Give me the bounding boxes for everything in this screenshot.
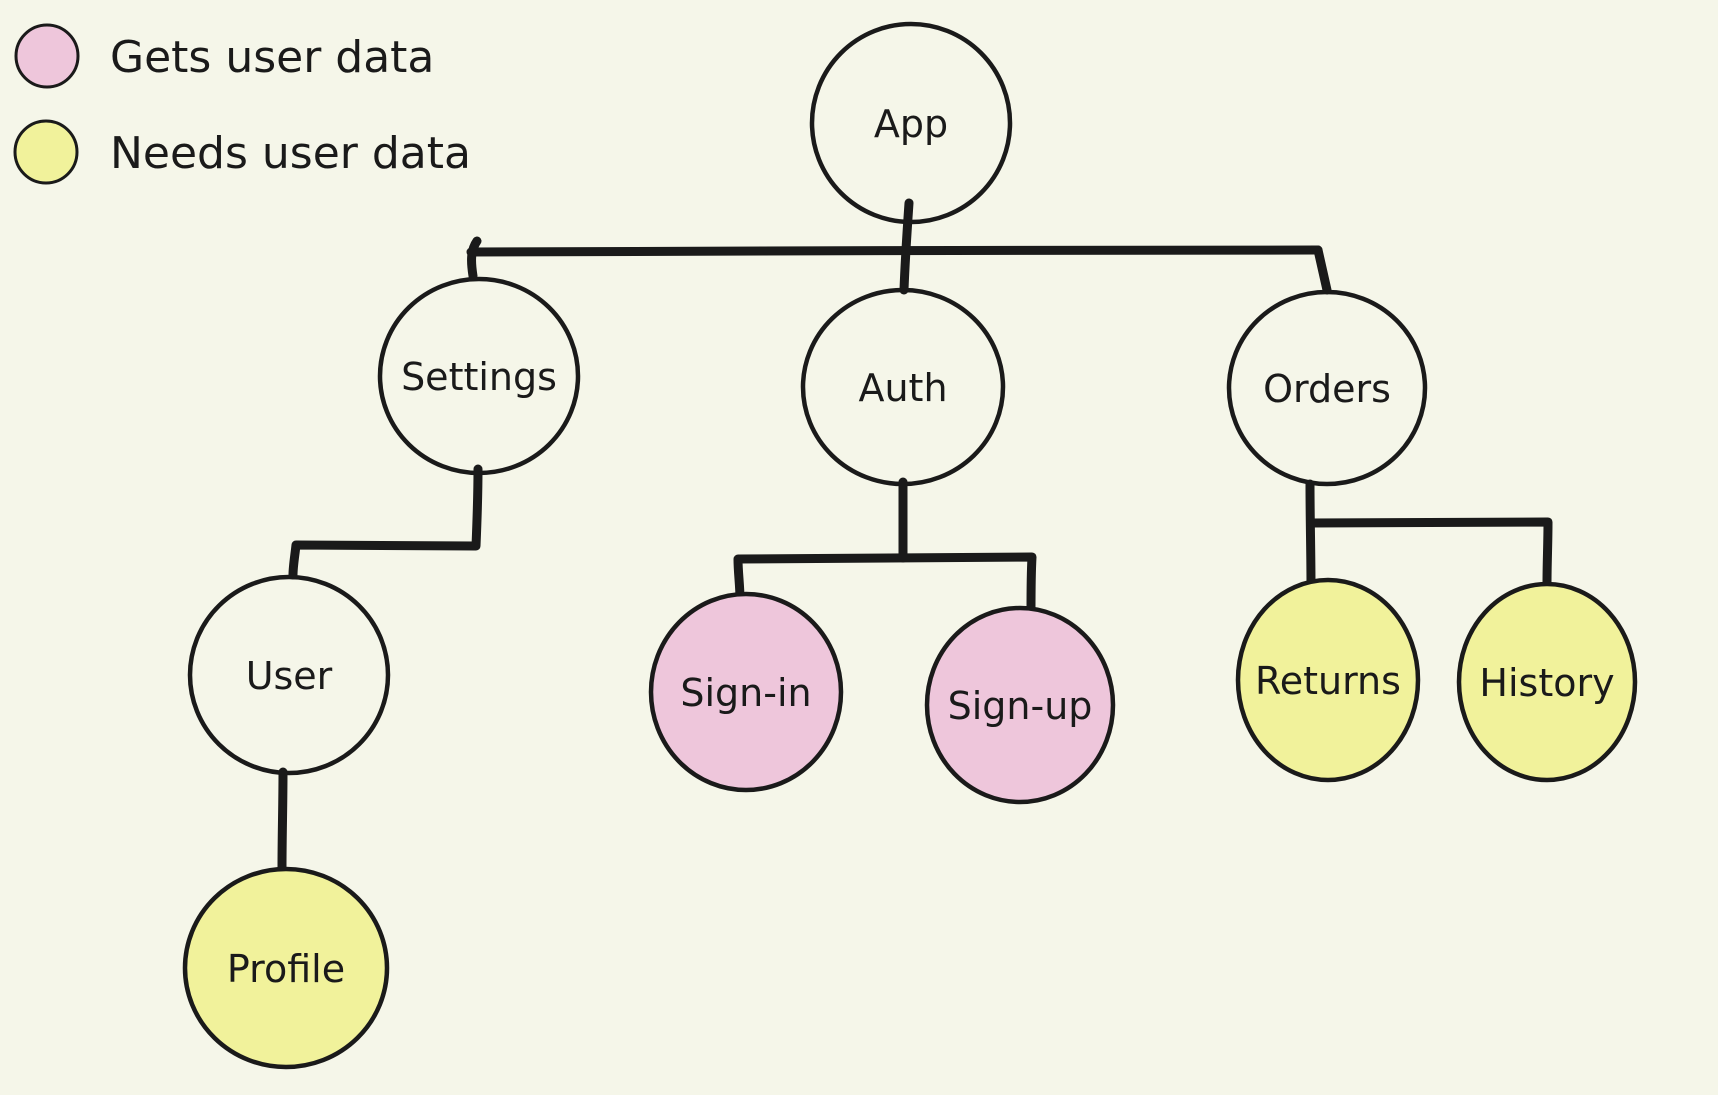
node-app-circle — [809, 21, 1013, 225]
node-app[interactable]: App — [809, 21, 1013, 225]
node-returns-label: Returns — [1255, 659, 1401, 703]
node-signin-label: Sign-in — [680, 671, 811, 715]
edges — [277, 198, 1553, 872]
node-profile-label: Profile — [227, 947, 345, 991]
node-user-label: User — [246, 654, 333, 698]
legend-item-needs-user-data[interactable]: Needs user data — [13, 119, 471, 185]
node-auth[interactable]: Auth — [800, 287, 1006, 487]
node-signin[interactable]: Sign-in — [648, 591, 844, 793]
node-signup-label: Sign-up — [948, 684, 1093, 728]
node-history-circle — [1456, 581, 1638, 783]
node-user[interactable]: User — [187, 574, 391, 776]
edge-app-settings[interactable] — [467, 236, 482, 281]
edge-app-bus[interactable] — [466, 245, 1323, 257]
edge-app-orders[interactable] — [1313, 245, 1332, 295]
node-settings-circle — [377, 276, 581, 476]
node-app-label: App — [874, 102, 948, 146]
node-history[interactable]: History — [1456, 581, 1638, 783]
node-signin-circle — [648, 591, 844, 793]
node-orders[interactable]: Orders — [1226, 289, 1428, 487]
node-signup[interactable]: Sign-up — [924, 605, 1116, 805]
edge-user-profile[interactable] — [277, 767, 288, 872]
node-settings[interactable]: Settings — [377, 276, 581, 476]
edge-orders-history[interactable] — [1306, 517, 1553, 588]
legend-swatch-gets-user-data — [14, 23, 80, 89]
node-auth-circle — [800, 287, 1006, 487]
node-profile-circle — [182, 866, 390, 1070]
node-auth-label: Auth — [858, 366, 947, 410]
node-profile[interactable]: Profile — [182, 866, 390, 1070]
legend-item-gets-user-data[interactable]: Gets user data — [14, 23, 434, 89]
node-orders-circle — [1226, 289, 1428, 487]
edge-settings-user[interactable] — [288, 464, 483, 580]
legend: Gets user data Needs user data — [13, 23, 471, 185]
node-returns[interactable]: Returns — [1235, 577, 1421, 783]
edge-orders-returns[interactable] — [1305, 479, 1316, 592]
legend-swatch-needs-user-data — [13, 119, 79, 185]
node-settings-label: Settings — [401, 355, 557, 399]
legend-label-gets-user-data: Gets user data — [110, 32, 434, 83]
node-returns-circle — [1235, 577, 1421, 783]
edge-auth-children[interactable] — [733, 552, 1037, 615]
node-signup-circle — [924, 605, 1116, 805]
legend-label-needs-user-data: Needs user data — [110, 128, 471, 179]
node-history-label: History — [1479, 661, 1614, 705]
node-orders-label: Orders — [1263, 367, 1391, 411]
nodes: App Settings Auth Orders User Sign-in Si… — [182, 21, 1638, 1070]
node-user-circle — [187, 574, 391, 776]
